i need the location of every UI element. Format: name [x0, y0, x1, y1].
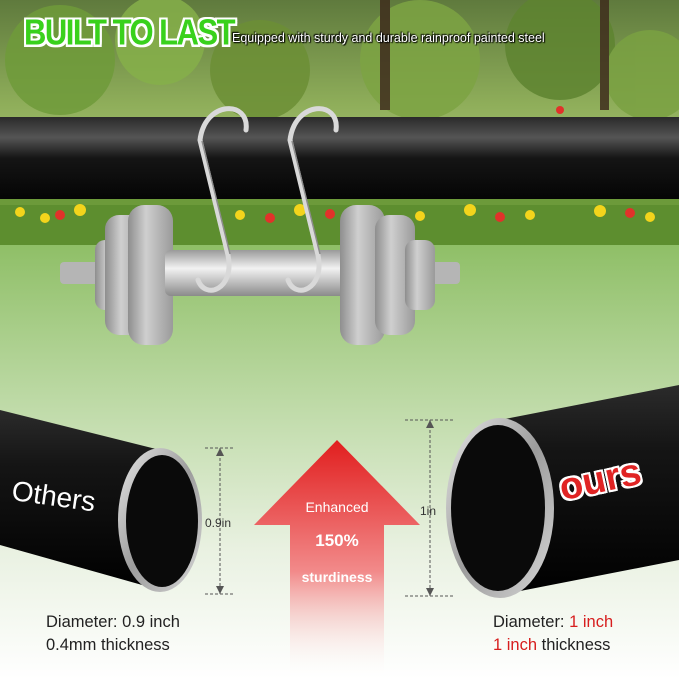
ours-diameter-label: Diameter:	[493, 613, 565, 631]
arrow-percent-text: 150%	[315, 531, 359, 550]
ours-diameter-spec: Diameter: 1 inch	[493, 614, 613, 631]
horizontal-bar	[0, 117, 679, 199]
subline: Equipped with sturdy and durable rainpro…	[232, 31, 545, 45]
others-diameter-spec: Diameter: 0.9 inch	[46, 614, 180, 631]
left-dimension-label: 0.9in	[205, 516, 232, 530]
others-thickness-spec: 0.4mm thickness	[46, 637, 170, 654]
others-diameter-value: 0.9 inch	[122, 613, 180, 631]
others-diameter-label: Diameter:	[46, 613, 118, 631]
foliage	[5, 0, 679, 120]
arrow-enhanced-text: Enhanced	[305, 499, 369, 515]
s-hook-shadow	[201, 140, 321, 255]
others-thickness-value: 0.4mm	[46, 636, 97, 654]
ours-thickness-spec: 1 inch thickness	[493, 637, 610, 654]
ours-pipe	[446, 385, 679, 598]
right-dimension-label: 1in	[420, 504, 437, 518]
s-hook-icon	[195, 106, 339, 293]
dumbbell-icon	[60, 205, 460, 345]
others-pipe	[0, 410, 202, 592]
ours-diameter-value: 1 inch	[569, 613, 614, 631]
headline: BUILT TO LAST	[24, 11, 236, 53]
others-thickness-label: thickness	[101, 636, 170, 654]
arrow-sturdiness-text: sturdiness	[301, 569, 373, 585]
ours-thickness-label: thickness	[541, 636, 611, 654]
right-dimension-line	[405, 419, 455, 597]
left-dimension-line	[205, 447, 235, 595]
ours-thickness-value: 1 inch	[493, 636, 538, 654]
up-arrow-icon	[254, 440, 420, 679]
